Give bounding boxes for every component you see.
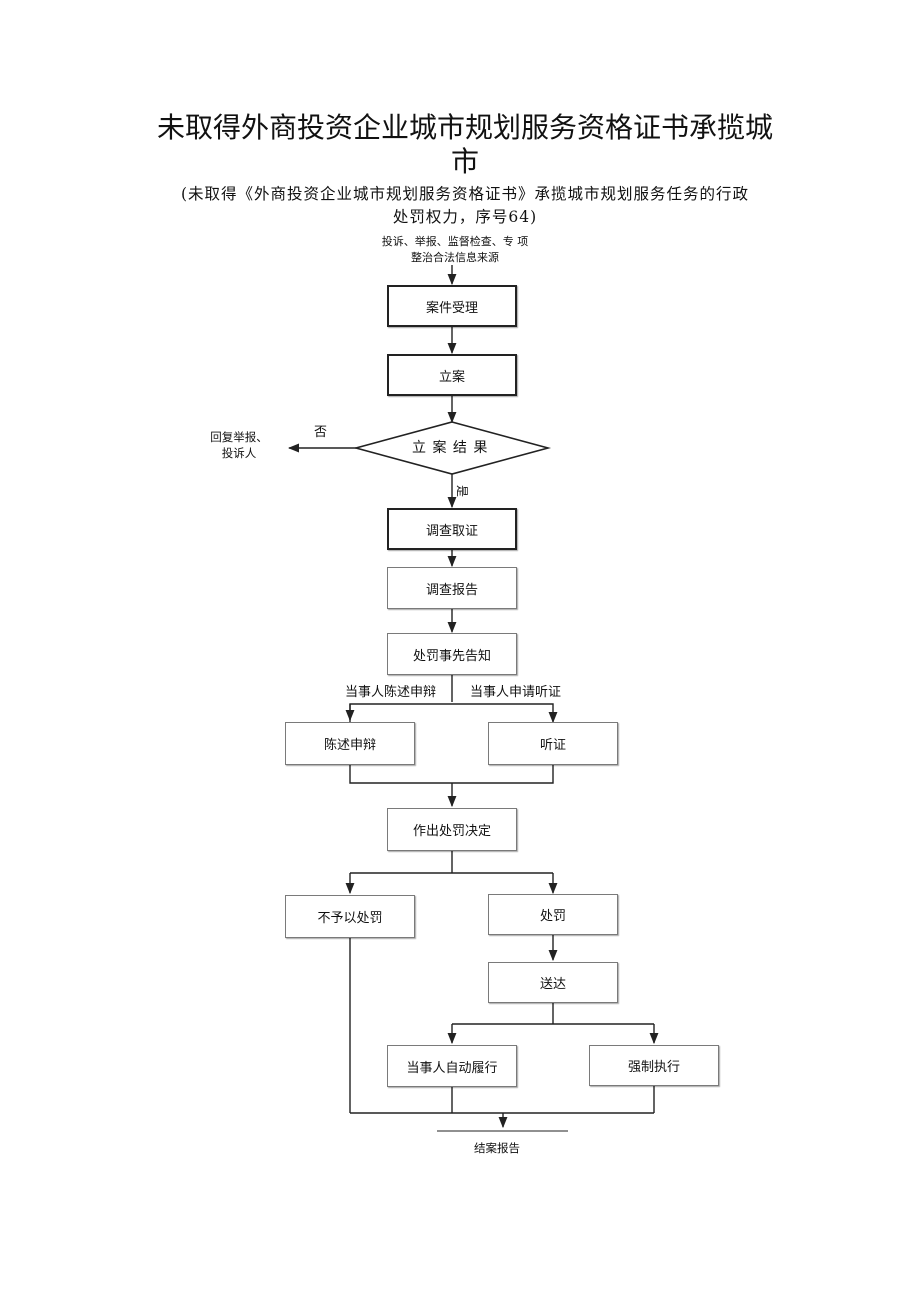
node-penalty: 处罚 — [488, 894, 618, 935]
node-self-perform-label: 当事人自动履行 — [406, 1060, 498, 1076]
document-title: 未取得外商投资企业城市规划服务资格证书承揽城 市 — [150, 111, 780, 179]
node-accept: 案件受理 — [387, 285, 517, 327]
node-deliver: 送达 — [488, 962, 618, 1003]
node-self-perform: 当事人自动履行 — [387, 1045, 517, 1087]
edge-split-hearing — [349, 703, 558, 724]
edge-party-defense-label: 当事人陈述申辩 — [345, 685, 437, 700]
node-hearing: 听证 — [488, 722, 618, 765]
edge-party-hearing-label: 当事人申请听证 — [470, 685, 562, 700]
decision-diamond — [352, 421, 552, 475]
node-deliver-label: 送达 — [539, 977, 566, 992]
node-close: 结案报告 — [474, 1141, 520, 1155]
subtitle-line-2: 处罚权力，序号64) — [392, 208, 538, 226]
node-reply-line-2: 投诉人 — [221, 446, 257, 460]
node-hearing-label: 听证 — [539, 738, 566, 753]
node-no-penalty: 不予以处罚 — [285, 895, 415, 938]
node-accept-label: 案件受理 — [425, 300, 478, 316]
edge-yes-label: 是 — [455, 485, 469, 498]
title-line-2: 市 — [450, 145, 479, 178]
node-defense-label: 陈述申辩 — [323, 738, 376, 753]
source-note: 投诉、举报、监督检查、专 项 整治合法信息来源 — [370, 234, 540, 266]
node-report-label: 调查报告 — [425, 582, 478, 598]
edge-merge — [349, 765, 554, 784]
node-penalty-decision-label: 作出处罚决定 — [412, 824, 491, 839]
node-notice: 处罚事先告知 — [387, 633, 517, 675]
source-line-1: 投诉、举报、监督检查、专 项 — [381, 235, 529, 248]
document-subtitle: (未取得《外商投资企业城市规划服务资格证书》承揽城市规划服务任务的行政 处罚权力… — [140, 183, 790, 229]
node-file: 立案 — [387, 354, 517, 396]
node-file-label: 立案 — [438, 369, 465, 385]
node-notice-label: 处罚事先告知 — [412, 648, 491, 664]
subtitle-line-1: (未取得《外商投资企业城市规划服务资格证书》承揽城市规划服务任务的行政 — [180, 185, 750, 203]
source-line-2: 整治合法信息来源 — [411, 251, 499, 264]
title-line-1: 未取得外商投资企业城市规划服务资格证书承揽城 — [156, 111, 773, 144]
node-investigate-label: 调查取证 — [425, 523, 478, 539]
node-report: 调查报告 — [387, 567, 517, 609]
node-reply-line-1: 回复举报、 — [210, 430, 268, 444]
node-enforce-label: 强制执行 — [627, 1060, 680, 1075]
node-penalty-decision: 作出处罚决定 — [387, 808, 517, 851]
node-penalty-label: 处罚 — [539, 909, 566, 924]
node-decision-label: 立 案 结 果 — [412, 440, 489, 456]
node-reply: 回复举报、 投诉人 — [204, 429, 274, 461]
node-no-penalty-label: 不予以处罚 — [317, 911, 383, 926]
node-enforce: 强制执行 — [589, 1045, 719, 1086]
node-defense: 陈述申辩 — [285, 722, 415, 765]
edge-no-label: 否 — [314, 425, 328, 440]
node-investigate: 调查取证 — [387, 508, 517, 550]
